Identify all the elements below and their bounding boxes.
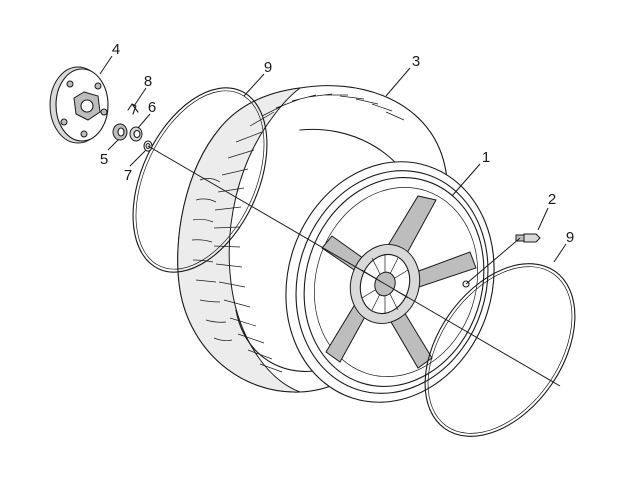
callout-9-right: 9 [566,229,574,246]
axis-lines [147,145,561,387]
hub-flange [49,66,109,144]
split-pin [127,103,139,115]
callout-7: 7 [124,167,132,184]
axle-nut [112,123,128,141]
callout-1: 1 [482,149,490,166]
callout-3: 3 [412,53,420,70]
cap-nut [129,126,143,142]
o-ring-right [424,263,576,437]
callout-4: 4 [112,41,120,58]
callout-leaders [99,55,567,263]
o-ring-left [132,87,268,273]
callout-8: 8 [144,73,152,90]
callout-6: 6 [148,99,156,116]
rim [285,161,495,403]
callout-2: 2 [548,191,556,208]
callout-9-left: 9 [264,59,272,76]
callout-5: 5 [100,151,108,168]
